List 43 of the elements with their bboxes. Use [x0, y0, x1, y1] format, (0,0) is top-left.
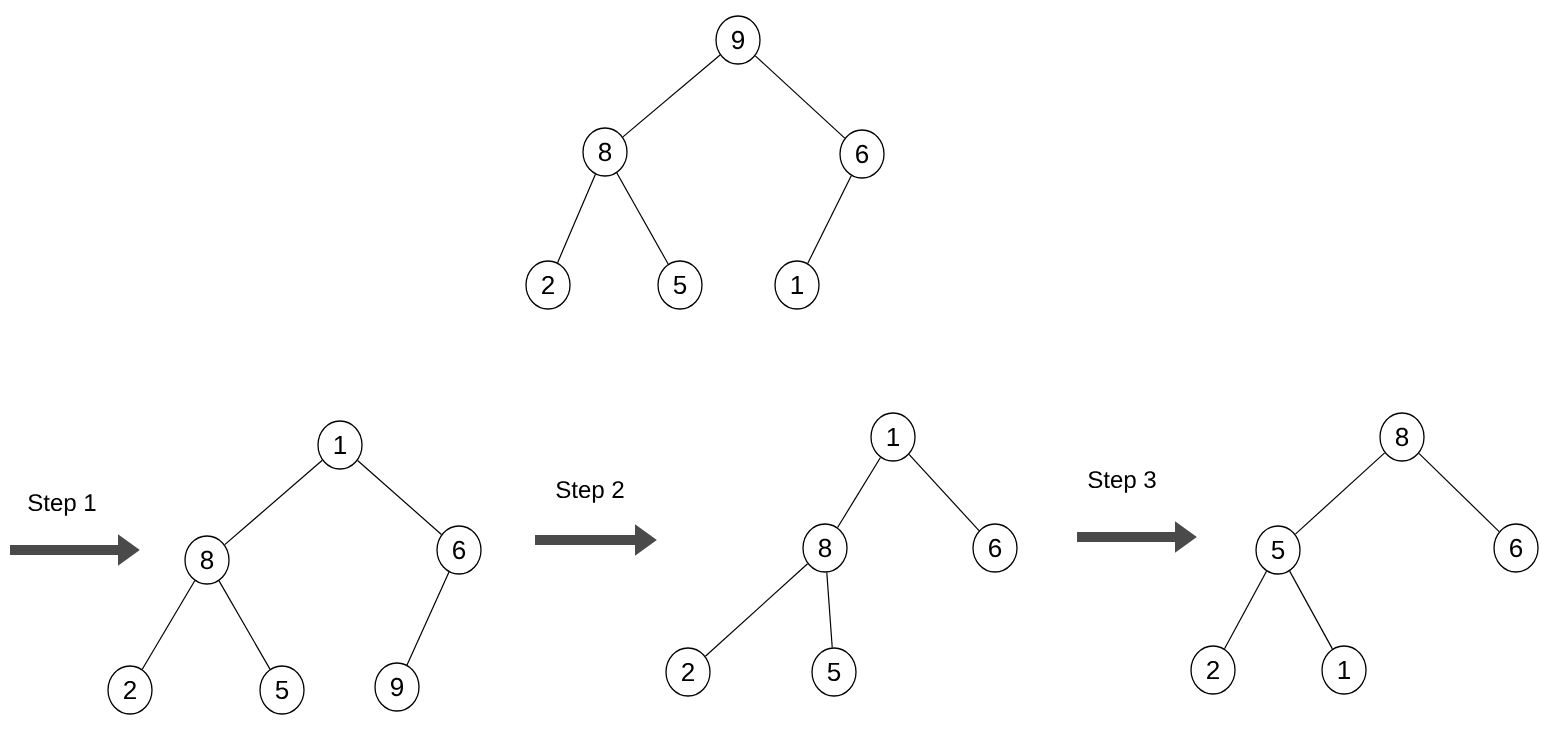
tree-node: 8 [582, 127, 628, 177]
tree-edge [616, 172, 669, 265]
tree-edge [837, 456, 882, 529]
tree-node: 1 [1321, 645, 1367, 695]
tree-node: 5 [811, 647, 857, 697]
tree-node: 6 [839, 129, 885, 179]
tree-node: 2 [525, 260, 571, 310]
tree-edge [622, 54, 721, 138]
tree-edge [1289, 570, 1333, 650]
tree-edge [1294, 452, 1386, 535]
tree-edge [908, 453, 980, 532]
tree-node: 9 [715, 15, 761, 65]
tree-edge [1223, 570, 1268, 650]
tree-node: 6 [972, 523, 1018, 573]
tree-node: 9 [374, 662, 420, 712]
tree-node: 2 [665, 647, 711, 697]
tree-edge [218, 580, 271, 670]
tree-node: 1 [774, 260, 820, 310]
tree-edge [357, 459, 442, 536]
tree-node: 2 [1190, 645, 1236, 695]
tree-node: 6 [436, 525, 482, 575]
tree-edge [1418, 452, 1500, 533]
tree-node: 5 [1255, 525, 1301, 575]
tree-node: 1 [317, 420, 363, 470]
tree-node: 6 [1493, 523, 1539, 573]
step-label: Step 3 [1088, 471, 1156, 493]
tree-edge [704, 563, 809, 657]
tree-edge [406, 571, 450, 666]
tree-node: 5 [259, 665, 305, 715]
tree-edge [754, 55, 846, 139]
tree-node: 8 [184, 535, 230, 585]
step-label: Step 2 [556, 481, 624, 503]
tree-edge [224, 459, 323, 546]
tree-node: 2 [107, 665, 153, 715]
step-label: Step 1 [28, 494, 96, 516]
tree-node: 1 [870, 412, 916, 462]
tree-node: 8 [802, 523, 848, 573]
tree-edge [826, 571, 833, 649]
tree-edge [141, 580, 196, 670]
tree-node: 5 [657, 260, 703, 310]
tree-edge [557, 173, 597, 264]
tree-node: 8 [1379, 412, 1425, 462]
tree-edge [807, 175, 852, 264]
